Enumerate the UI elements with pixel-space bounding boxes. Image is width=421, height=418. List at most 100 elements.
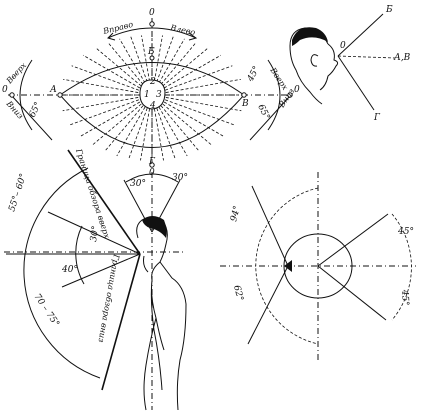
inner-lower-ray	[61, 253, 141, 288]
field-ray	[154, 35, 163, 82]
label-top-zero: 0	[149, 8, 155, 18]
field-ray	[91, 103, 142, 146]
field-ray	[128, 108, 148, 159]
field-ray	[158, 106, 188, 157]
label-up-right: Вверх	[268, 65, 290, 92]
inner-range-arc	[75, 225, 85, 285]
label-head-b: Б	[385, 5, 393, 15]
body-outline	[136, 216, 187, 411]
field-ray	[160, 42, 197, 85]
label-angle-40-inner: 40°	[61, 265, 78, 275]
field-ray	[162, 103, 213, 146]
lower-field-boundary	[59, 94, 245, 148]
label-upper-range: 55°– 60°	[7, 172, 29, 212]
upper-field-boundary	[59, 62, 245, 96]
plan-ray-45-lower	[317, 265, 387, 321]
field-ray	[130, 36, 148, 82]
label-zone-2: 2	[149, 77, 156, 87]
right-zero-marker	[287, 92, 293, 98]
bottom-zero-marker	[149, 162, 155, 168]
label-point-g: Г	[148, 157, 156, 167]
field-ray	[160, 105, 200, 152]
point-v-marker	[241, 92, 247, 98]
upper-view-limit	[67, 149, 141, 255]
label-head-zero: 0	[340, 41, 346, 51]
field-ray	[116, 106, 146, 157]
direction-av-line	[337, 55, 396, 59]
outer-range-arc	[23, 167, 101, 379]
field-ray	[140, 108, 150, 161]
body-hair	[142, 216, 167, 238]
plan-ray-62	[247, 265, 289, 345]
field-ray	[156, 108, 176, 159]
field-ray	[63, 78, 139, 93]
label-angle-65-left: 65°	[28, 101, 44, 120]
side-view-diagram: 30° 30° 55°– 60° 70 – 75° 30° 40° Границ…	[4, 147, 188, 411]
field-ray	[165, 97, 242, 112]
head-direction-diagram: 0 Б А,В Г	[289, 5, 411, 123]
turn-arrow-left-head	[107, 32, 116, 41]
inner-upper-ray	[47, 211, 141, 255]
label-right-zero: 0	[294, 85, 300, 95]
tilt-arc-left	[19, 59, 33, 131]
field-rays	[60, 35, 244, 161]
label-angle-30-inner: 30°	[89, 225, 101, 242]
head-tilt-arc	[125, 173, 179, 183]
label-lower-limit: Граница обзора вниз	[97, 253, 122, 343]
label-left-turn: Влево	[169, 23, 197, 37]
plan-arc-left	[255, 187, 319, 345]
field-ray	[163, 101, 224, 137]
label-point-b: Б	[147, 47, 155, 57]
field-ray	[69, 99, 139, 126]
label-angle-94: 94°	[229, 205, 243, 223]
head-hair	[292, 27, 328, 46]
field-ray	[62, 97, 139, 112]
point-a-marker	[57, 92, 63, 98]
turn-arc	[107, 27, 197, 39]
lower-view-limit	[101, 253, 141, 391]
label-angle-45-right: 45°	[245, 65, 262, 85]
field-ray	[141, 35, 150, 82]
label-angle-45-bottom: 45°	[399, 289, 410, 307]
label-angle-62: 62°	[231, 284, 245, 302]
field-ray	[82, 54, 141, 89]
point-b-marker	[149, 55, 155, 61]
field-ray	[119, 38, 146, 84]
field-ray	[165, 78, 241, 93]
head-face	[319, 43, 339, 91]
top-zero-marker	[149, 21, 155, 27]
label-angle-30-right: 30°	[172, 173, 188, 183]
label-head-av: А,В	[393, 53, 411, 63]
field-ray	[158, 38, 185, 84]
label-zone-4: 4	[149, 101, 156, 111]
field-ray	[156, 36, 174, 82]
head-ear	[310, 54, 319, 67]
down-tilt-right	[249, 95, 291, 141]
left-zero-marker	[9, 92, 15, 98]
direction-b-line	[337, 13, 384, 57]
plan-arc-right	[391, 213, 412, 321]
label-point-v: В	[241, 99, 249, 109]
field-ray	[154, 108, 164, 161]
label-head-g: Г	[373, 113, 381, 123]
label-zone-1: 1	[144, 90, 150, 100]
field-ray	[163, 54, 222, 89]
label-angle-30-left: 30°	[130, 179, 146, 189]
label-angle-45-top: 45°	[397, 227, 414, 237]
tilt-arc-right	[267, 59, 281, 131]
turn-arrow-right-head	[188, 32, 198, 41]
field-ray	[80, 101, 141, 137]
plan-ray-94	[251, 185, 289, 267]
central-blob	[139, 79, 166, 110]
field-ray	[107, 42, 144, 85]
field-ray	[104, 105, 144, 152]
field-ray	[165, 99, 235, 126]
field-ray	[165, 65, 233, 91]
label-point-a: А	[49, 85, 57, 95]
label-lower-range: 70 – 75°	[32, 292, 61, 329]
label-zone-3: 3	[156, 90, 162, 100]
plan-view-diagram: 94° 62° 45° 45°	[220, 172, 416, 362]
top-field-diagram: 0 Вправо Влево Б 0 0 Вверх Вниз Вверх Вн…	[2, 8, 300, 178]
down-tilt-left	[11, 95, 53, 141]
